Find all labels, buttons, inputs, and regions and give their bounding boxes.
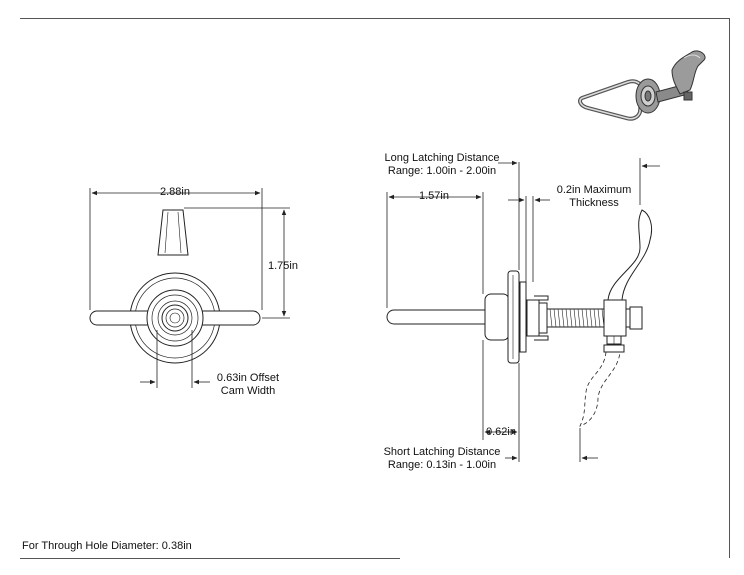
frame-right-line bbox=[729, 18, 730, 558]
thread-line bbox=[589, 308, 593, 328]
side-panel bbox=[519, 281, 527, 353]
side-handle bbox=[386, 309, 501, 325]
side-length-label: 1.57in bbox=[419, 190, 449, 202]
side-dimensions bbox=[386, 158, 660, 462]
offset-cam-label: 0.63in Offset Cam Width bbox=[208, 372, 288, 398]
side-knob bbox=[484, 293, 510, 341]
side-cam-block bbox=[603, 299, 627, 337]
thread-line bbox=[569, 308, 573, 328]
frame-top-line bbox=[20, 18, 730, 19]
through-hole-note: For Through Hole Diameter: 0.38in bbox=[22, 540, 192, 552]
short-offset-label: 0.62in bbox=[486, 426, 516, 438]
thread-line bbox=[597, 308, 601, 328]
front-width-label: 2.88in bbox=[160, 186, 190, 198]
offset-cam-line2: Cam Width bbox=[220, 385, 276, 397]
long-latching-line2: Range: 1.00in - 2.00in bbox=[387, 165, 497, 177]
thickness-line2: Thickness bbox=[569, 197, 619, 209]
isometric-view bbox=[578, 50, 706, 121]
side-flange bbox=[507, 270, 520, 364]
long-latching-label: Long Latching Distance Range: 1.00in - 2… bbox=[372, 152, 512, 178]
thread-line bbox=[585, 308, 589, 328]
iso-handle-loop bbox=[578, 79, 645, 121]
thread-line bbox=[581, 308, 585, 328]
long-latching-line1: Long Latching Distance bbox=[384, 152, 500, 164]
side-cam-phantom bbox=[579, 351, 621, 427]
thickness-label: 0.2in Maximum Thickness bbox=[544, 184, 644, 210]
thread-line bbox=[561, 308, 565, 328]
side-nut bbox=[526, 299, 540, 337]
side-view bbox=[386, 209, 653, 427]
thread-line bbox=[593, 308, 597, 328]
thread-line bbox=[577, 308, 581, 328]
short-latching-label: Short Latching Distance Range: 0.13in - … bbox=[370, 446, 514, 472]
side-cam-arm bbox=[607, 209, 653, 301]
front-dimensions bbox=[89, 188, 290, 388]
thread-line bbox=[553, 308, 557, 328]
frame-bottom-line bbox=[20, 558, 400, 559]
thickness-line1: 0.2in Maximum bbox=[556, 184, 632, 196]
thread-line bbox=[557, 308, 561, 328]
thread-line bbox=[549, 308, 553, 328]
short-latching-line2: Range: 0.13in - 1.00in bbox=[387, 459, 497, 471]
front-view bbox=[89, 209, 261, 364]
short-latching-line1: Short Latching Distance bbox=[383, 446, 501, 458]
offset-cam-line1: 0.63in Offset bbox=[216, 372, 280, 384]
iso-cam bbox=[671, 50, 706, 95]
front-cam bbox=[157, 209, 189, 256]
thread-line bbox=[565, 308, 569, 328]
thread-line bbox=[573, 308, 577, 328]
front-height-label: 1.75in bbox=[268, 260, 298, 272]
